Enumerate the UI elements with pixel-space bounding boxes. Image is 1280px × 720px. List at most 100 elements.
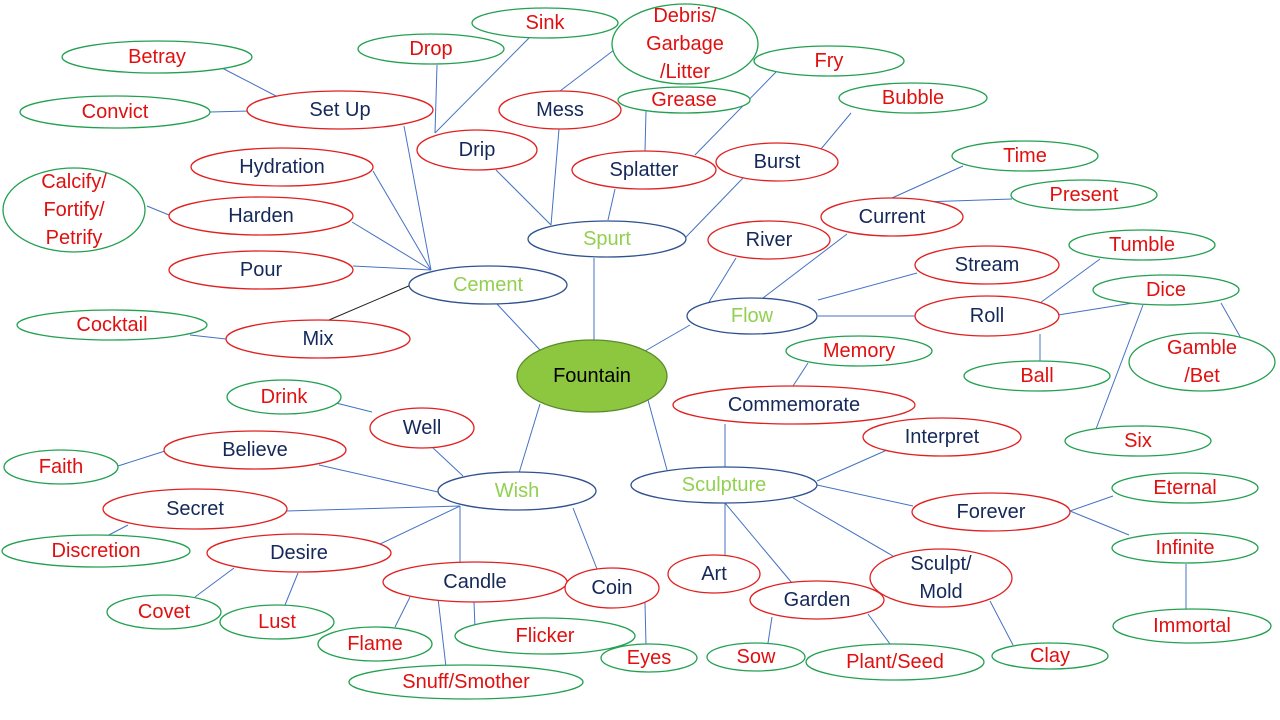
node-fountain[interactable]: Fountain bbox=[516, 339, 668, 413]
node-betray[interactable]: Betray bbox=[61, 40, 253, 74]
node-label-stream: Stream bbox=[955, 254, 1019, 276]
node-mess[interactable]: Mess bbox=[498, 90, 622, 130]
node-drop[interactable]: Drop bbox=[357, 33, 505, 65]
node-shape-convict bbox=[19, 95, 211, 129]
node-shape-wish bbox=[437, 471, 597, 511]
node-sculpture[interactable]: Sculpture bbox=[630, 466, 818, 504]
node-forever[interactable]: Forever bbox=[911, 492, 1071, 532]
node-covet[interactable]: Covet bbox=[106, 594, 222, 630]
node-ball[interactable]: Ball bbox=[963, 360, 1111, 392]
node-mix[interactable]: Mix bbox=[225, 319, 411, 359]
node-label-sculptmold: Sculpt/Mold bbox=[910, 553, 972, 603]
node-flicker[interactable]: Flicker bbox=[454, 617, 636, 655]
node-label-river: River bbox=[746, 229, 793, 251]
edge-fountain-flow bbox=[644, 324, 691, 352]
node-shape-sink bbox=[471, 7, 619, 39]
node-eternal[interactable]: Eternal bbox=[1111, 472, 1259, 504]
node-roll[interactable]: Roll bbox=[914, 295, 1060, 337]
node-label-commemorate: Commemorate bbox=[728, 394, 860, 416]
node-clay[interactable]: Clay bbox=[991, 642, 1109, 670]
node-label-candle: Candle bbox=[443, 571, 506, 593]
node-believe[interactable]: Believe bbox=[163, 430, 347, 470]
edge-well-drink bbox=[335, 402, 373, 413]
edge-garden-sow bbox=[767, 616, 773, 644]
node-label-time: Time bbox=[1003, 145, 1047, 167]
node-stream[interactable]: Stream bbox=[914, 245, 1060, 285]
edge-current-present bbox=[921, 198, 1013, 203]
edge-current-time bbox=[891, 165, 964, 199]
node-plantseed[interactable]: Plant/Seed bbox=[805, 643, 985, 681]
node-label-tumble: Tumble bbox=[1109, 234, 1175, 256]
node-pour[interactable]: Pour bbox=[168, 250, 354, 290]
node-sow[interactable]: Sow bbox=[706, 642, 806, 672]
node-lust[interactable]: Lust bbox=[219, 604, 335, 640]
node-debris[interactable]: Debris/Garbage/Litter bbox=[611, 3, 759, 85]
node-six[interactable]: Six bbox=[1064, 425, 1212, 457]
node-shape-covet bbox=[106, 594, 222, 630]
node-cocktail[interactable]: Cocktail bbox=[16, 309, 208, 341]
node-grease[interactable]: Grease bbox=[617, 86, 751, 114]
node-garden[interactable]: Garden bbox=[749, 580, 885, 620]
node-present[interactable]: Present bbox=[1010, 179, 1158, 211]
node-sink[interactable]: Sink bbox=[471, 7, 619, 39]
node-label-plantseed: Plant/Seed bbox=[846, 651, 944, 673]
node-dice[interactable]: Dice bbox=[1092, 274, 1240, 306]
node-shape-interpret bbox=[862, 417, 1022, 457]
node-candle[interactable]: Candle bbox=[382, 561, 568, 603]
node-convict[interactable]: Convict bbox=[19, 95, 211, 129]
node-shape-ball bbox=[963, 360, 1111, 392]
node-burst[interactable]: Burst bbox=[715, 142, 839, 182]
node-cement[interactable]: Cement bbox=[408, 265, 568, 305]
node-art[interactable]: Art bbox=[667, 554, 761, 594]
node-fry[interactable]: Fry bbox=[753, 45, 905, 77]
edge-fountain-sculpture bbox=[647, 399, 668, 471]
edge-wish-believe bbox=[318, 464, 439, 493]
node-drink[interactable]: Drink bbox=[226, 379, 342, 415]
node-label-splatter: Splatter bbox=[610, 159, 679, 181]
node-label-cocktail: Cocktail bbox=[76, 314, 147, 336]
node-shape-flow bbox=[686, 297, 818, 335]
node-gamble[interactable]: Gamble/Bet bbox=[1128, 332, 1276, 392]
node-discretion[interactable]: Discretion bbox=[1, 534, 191, 568]
node-faith[interactable]: Faith bbox=[3, 449, 119, 485]
node-spurt[interactable]: Spurt bbox=[527, 220, 687, 258]
node-snuff[interactable]: Snuff/Smother bbox=[348, 664, 584, 700]
node-splatter[interactable]: Splatter bbox=[571, 150, 717, 190]
node-shape-tumble bbox=[1068, 229, 1216, 261]
node-well[interactable]: Well bbox=[369, 407, 475, 449]
node-shape-drip bbox=[416, 129, 538, 171]
node-hydration[interactable]: Hydration bbox=[190, 147, 374, 187]
node-flame[interactable]: Flame bbox=[317, 626, 433, 662]
node-label-burst: Burst bbox=[754, 151, 801, 173]
node-coin[interactable]: Coin bbox=[564, 567, 660, 609]
node-secret[interactable]: Secret bbox=[102, 488, 288, 530]
node-immortal[interactable]: Immortal bbox=[1112, 608, 1272, 644]
node-eyes[interactable]: Eyes bbox=[600, 643, 698, 673]
node-river[interactable]: River bbox=[707, 220, 831, 260]
node-bubble[interactable]: Bubble bbox=[838, 82, 988, 114]
node-tumble[interactable]: Tumble bbox=[1068, 229, 1216, 261]
node-shape-drink bbox=[226, 379, 342, 415]
node-label-drip: Drip bbox=[459, 139, 496, 161]
node-current[interactable]: Current bbox=[820, 197, 964, 237]
edge-commemorate-memory bbox=[792, 362, 809, 387]
node-label-harden: Harden bbox=[228, 205, 294, 227]
node-interpret[interactable]: Interpret bbox=[862, 417, 1022, 457]
node-commemorate[interactable]: Commemorate bbox=[672, 385, 916, 425]
node-drip[interactable]: Drip bbox=[416, 129, 538, 171]
node-shape-eyes bbox=[600, 643, 698, 673]
node-shape-dice bbox=[1092, 274, 1240, 306]
node-wish[interactable]: Wish bbox=[437, 471, 597, 511]
node-setup[interactable]: Set Up bbox=[246, 90, 434, 130]
node-time[interactable]: Time bbox=[951, 140, 1099, 172]
node-desire[interactable]: Desire bbox=[206, 533, 392, 573]
node-shape-sculpture bbox=[630, 466, 818, 504]
node-calcify[interactable]: Calcify/Fortify/Petrify bbox=[2, 167, 146, 253]
node-memory[interactable]: Memory bbox=[785, 335, 933, 367]
node-label-snuff: Snuff/Smother bbox=[402, 671, 530, 693]
node-flow[interactable]: Flow bbox=[686, 297, 818, 335]
node-infinite[interactable]: Infinite bbox=[1111, 532, 1259, 564]
node-sculptmold[interactable]: Sculpt/Mold bbox=[869, 548, 1013, 608]
node-harden[interactable]: Harden bbox=[168, 196, 354, 236]
